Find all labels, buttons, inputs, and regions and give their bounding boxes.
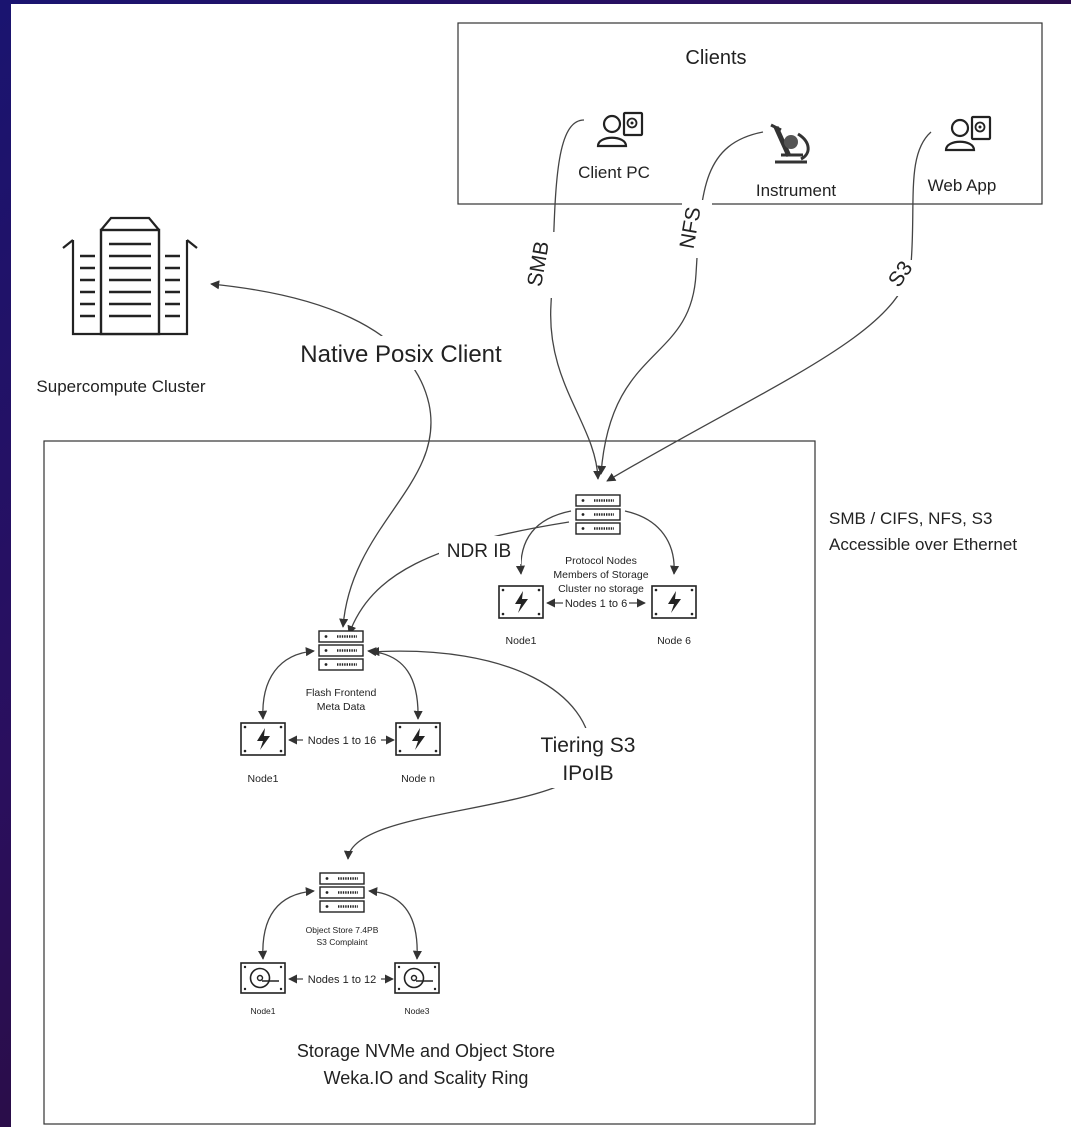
supercompute-label: Supercompute Cluster — [36, 377, 205, 396]
object-store-server-icon — [318, 871, 366, 914]
storage-caption-line2: Weka.IO and Scality Ring — [324, 1068, 529, 1088]
object-store-line2: S3 Complaint — [316, 937, 368, 947]
web-app-icon — [944, 115, 992, 152]
tiering-label-line2: IPoIB — [562, 762, 613, 785]
object-node1-label: Node1 — [250, 1006, 275, 1016]
client-pc-icon — [596, 111, 644, 148]
side-note-line2: Accessible over Ethernet — [829, 535, 1017, 554]
object-node1-icon — [240, 962, 286, 994]
instrument-label: Instrument — [756, 181, 837, 200]
flash-node1-icon — [240, 722, 286, 756]
protocol-nodes-server-icon — [574, 493, 622, 536]
flash-left-branch — [258, 647, 315, 720]
flash-node1-label: Node1 — [248, 773, 279, 785]
object-node3-icon — [394, 962, 440, 994]
nfs-connector — [597, 131, 764, 475]
protocol-left-branch — [515, 510, 572, 575]
flash-node-n-icon — [395, 722, 441, 756]
side-note-line1: SMB / CIFS, NFS, S3 — [829, 509, 992, 528]
protocol-node1-icon — [498, 585, 544, 619]
protocol-node1-label: Node1 — [506, 635, 537, 647]
protocol-range-label: Nodes 1 to 6 — [565, 598, 627, 610]
protocol-node6-label: Node 6 — [657, 635, 691, 647]
smb-connector — [550, 119, 603, 480]
native-posix-connector — [210, 280, 432, 628]
flash-frontend-line2: Meta Data — [317, 701, 366, 713]
ndr-ib-label: NDR IB — [447, 541, 511, 562]
object-right-branch — [368, 887, 422, 960]
flash-range-label: Nodes 1 to 16 — [308, 735, 377, 747]
native-posix-label: Native Posix Client — [300, 341, 502, 368]
object-store-line1: Object Store 7.4PB — [306, 925, 379, 935]
protocol-node6-icon — [651, 585, 697, 619]
architecture-diagram: Clients Client PC Instrument Web App Sup… — [36, 22, 1043, 1125]
object-left-branch — [258, 887, 315, 960]
flash-node-n-label: Node n — [401, 773, 435, 785]
diagram-canvas: Clients Client PC Instrument Web App Sup… — [11, 4, 1071, 1127]
object-range-label: Nodes 1 to 12 — [308, 974, 377, 986]
protocol-nodes-line3: Cluster no storage — [558, 583, 644, 595]
supercompute-cluster-icon — [62, 216, 198, 336]
client-pc-label: Client PC — [578, 163, 650, 182]
protocol-right-branch — [624, 510, 680, 575]
clients-box — [457, 22, 1043, 205]
storage-caption-line1: Storage NVMe and Object Store — [297, 1041, 555, 1061]
web-app-label: Web App — [928, 176, 997, 195]
protocol-nodes-line1: Protocol Nodes — [565, 555, 637, 567]
flash-right-branch — [367, 647, 423, 720]
tiering-label-line1: Tiering S3 — [541, 734, 636, 757]
flash-frontend-server-icon — [317, 629, 365, 672]
object-node3-label: Node3 — [404, 1006, 429, 1016]
clients-title: Clients — [685, 47, 746, 69]
microscope-icon — [770, 123, 810, 164]
flash-frontend-line1: Flash Frontend — [306, 687, 377, 699]
ndr-ib-connector — [347, 521, 570, 635]
protocol-nodes-line2: Members of Storage — [553, 569, 648, 581]
